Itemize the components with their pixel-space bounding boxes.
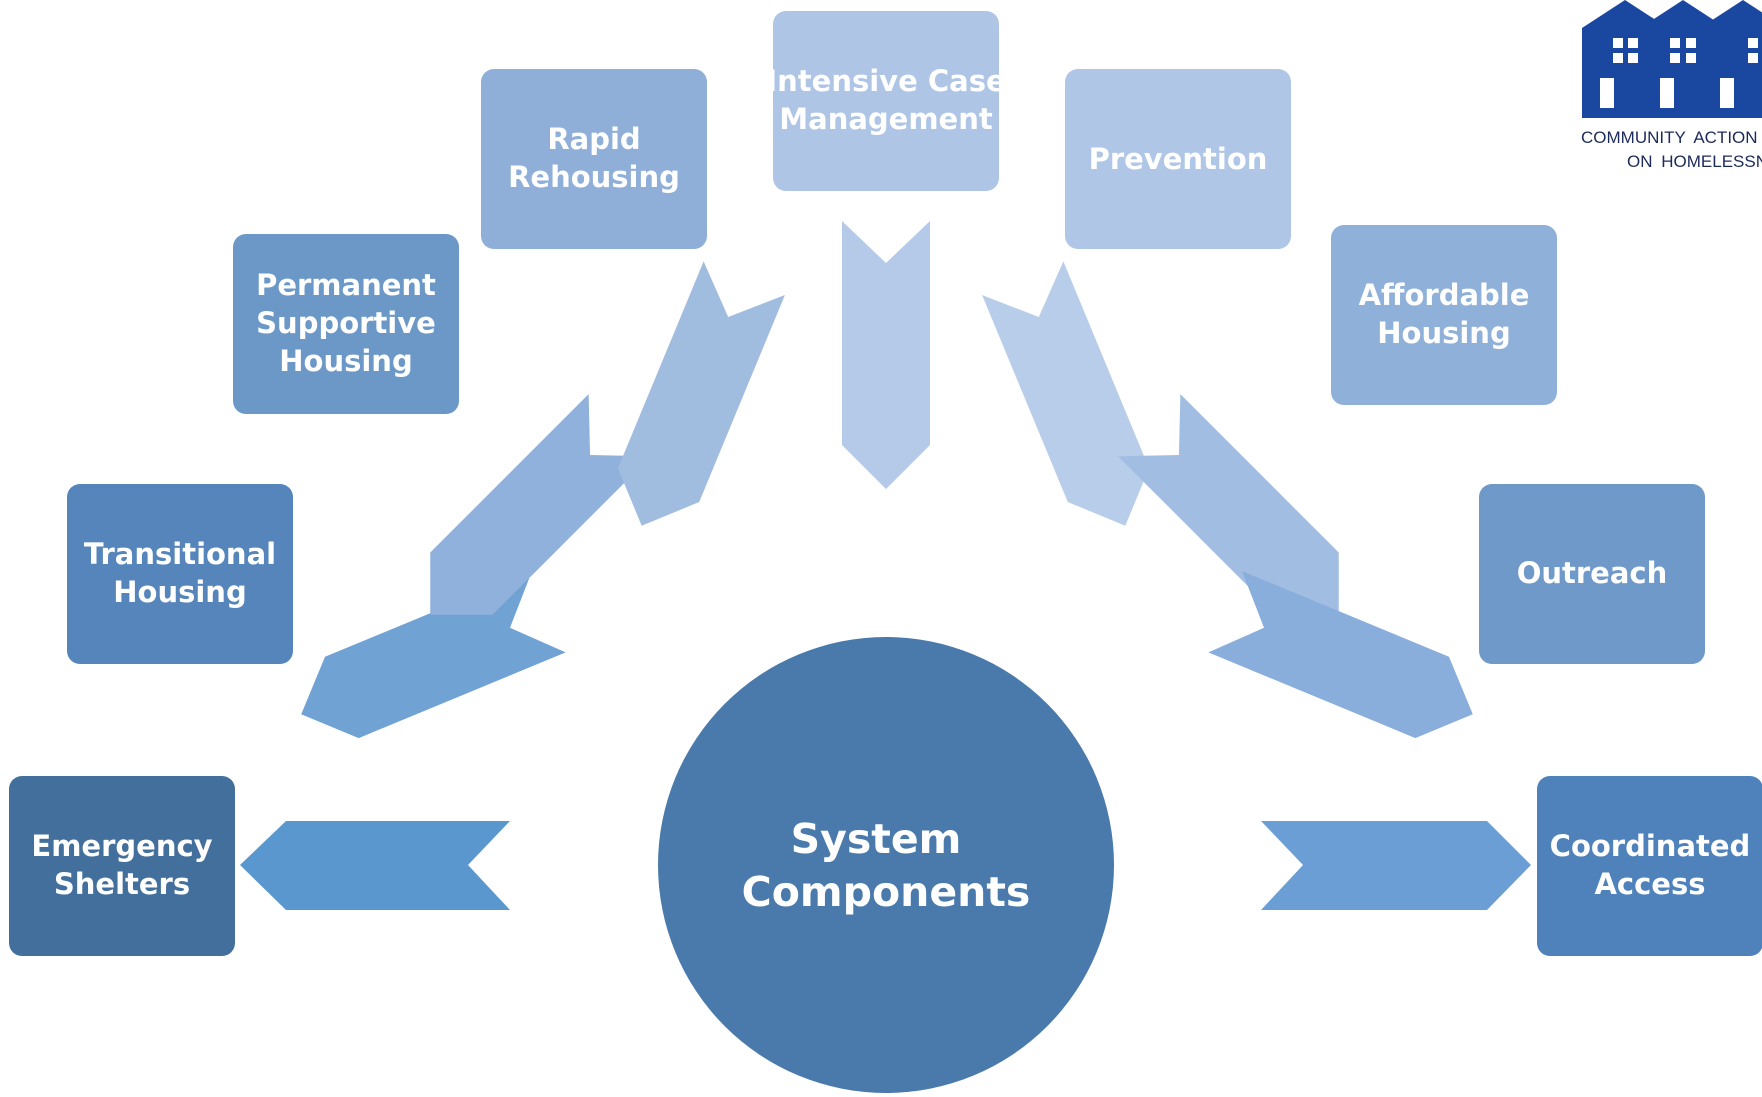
component-box (1331, 225, 1557, 405)
component-transitional-housing: Transitional Housing (67, 484, 293, 664)
component-coordinated-access: Coordinated Access (1537, 776, 1762, 956)
component-label-line: Housing (279, 344, 412, 378)
component-label-line: Housing (113, 575, 246, 609)
component-label-line: Rehousing (508, 160, 680, 194)
arrow-to-rapid-rehousing (617, 261, 785, 526)
arrow-to-transitional-housing (301, 571, 566, 739)
component-permanent-supportive-housing: Permanent Supportive Housing (233, 234, 459, 414)
component-outreach: Outreach (1479, 484, 1705, 664)
component-label-line: Supportive (256, 306, 436, 340)
organization-logo: COMMUNITY ACTION ON HOMELESSN (1581, 0, 1762, 171)
component-box (67, 484, 293, 664)
component-box (1479, 484, 1705, 664)
logo-line-2: ON HOMELESSN (1627, 152, 1762, 171)
component-box (1065, 69, 1291, 249)
component-label-line: Intensive Case (766, 64, 1005, 98)
component-label-line: Rapid (547, 122, 640, 156)
component-box (9, 776, 235, 956)
center-node: System Components (658, 637, 1114, 1093)
logo-line-1: COMMUNITY ACTION (1581, 128, 1758, 147)
component-boxes: Emergency Shelters Transitional Housing … (9, 11, 1762, 956)
component-prevention: Prevention (1065, 69, 1291, 249)
component-label-line: Permanent (256, 268, 436, 302)
component-label-line: Outreach (1517, 556, 1668, 590)
arrow-to-affordable-housing (1118, 394, 1339, 615)
component-box (481, 69, 707, 249)
arrow-to-prevention (982, 261, 1150, 526)
arrow-to-permanent-supportive-housing (430, 394, 651, 615)
arrow-to-outreach (1208, 571, 1473, 739)
center-label-line2: Components (742, 868, 1031, 916)
arrow-to-intensive-case-management (842, 221, 930, 489)
component-box (1537, 776, 1762, 956)
house-windows (1600, 38, 1758, 108)
component-label-line: Transitional (84, 537, 276, 571)
arrows (240, 221, 1531, 910)
arrow-to-coordinated-access (1261, 821, 1531, 910)
component-label-line: Management (779, 102, 993, 136)
component-label-line: Housing (1377, 316, 1510, 350)
component-box (233, 234, 459, 414)
component-label-line: Shelters (54, 867, 190, 901)
center-circle (658, 637, 1114, 1093)
component-rapid-rehousing: Rapid Rehousing (481, 69, 707, 249)
component-label-line: Emergency (31, 829, 212, 863)
component-emergency-shelters: Emergency Shelters (9, 776, 235, 956)
component-label-line: Access (1594, 867, 1705, 901)
component-label-line: Affordable (1359, 278, 1530, 312)
component-label-line: Coordinated (1550, 829, 1751, 863)
component-affordable-housing: Affordable Housing (1331, 225, 1557, 405)
component-intensive-case-management: Intensive Case Management (766, 11, 1006, 191)
component-box (773, 11, 999, 191)
arrow-to-emergency-shelters (240, 821, 510, 910)
center-label-line1: System (791, 815, 962, 863)
component-label-line: Prevention (1089, 142, 1268, 176)
